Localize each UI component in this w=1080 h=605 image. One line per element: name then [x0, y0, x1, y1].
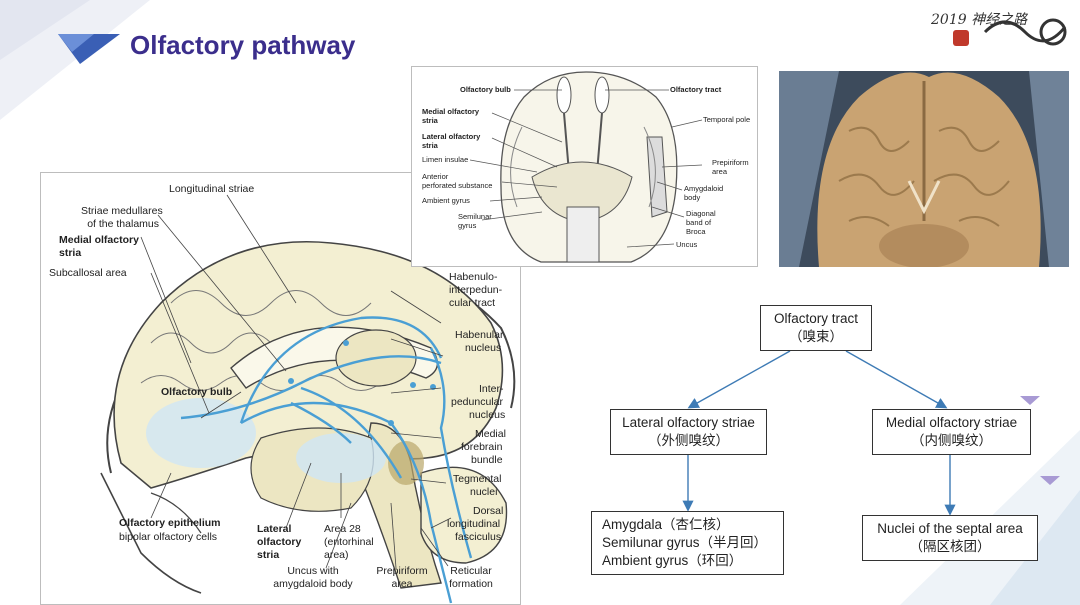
label-longitudinal-striae: Longitudinal striae: [169, 183, 255, 195]
label-olfactory-epithelium: Olfactory epithelium: [119, 517, 221, 529]
basal-label-semilunar-1: Semilunar: [458, 212, 492, 221]
basal-label-medial-stria-2: stria: [422, 116, 438, 125]
brain-specimen-photo: [779, 71, 1069, 267]
label-bipolar-cells: bipolar olfactory cells: [119, 531, 218, 543]
title-triangle-icon: [58, 34, 120, 64]
svg-text:2019 神经之路: 2019 神经之路: [930, 12, 1028, 28]
label-interpeduncular-3: nucleus: [469, 409, 506, 421]
basal-label-limen-insulae: Limen insulae: [422, 155, 469, 164]
label-subcallosal-area: Subcallosal area: [49, 267, 127, 279]
basal-label-ambient-gyrus: Ambient gyrus: [422, 196, 470, 205]
label-habenular-nucleus-2: nucleus: [465, 342, 502, 354]
midsagittal-brain-drawing: [100, 194, 516, 604]
basal-label-lateral-stria-1: Lateral olfactory: [422, 132, 481, 141]
label-lateral-stria-3: stria: [257, 549, 280, 561]
basal-label-uncus: Uncus: [676, 240, 698, 249]
flow-node-lateral-targets: Amygdala（杏仁核） Semilunar gyrus（半月回） Ambie…: [591, 511, 784, 575]
label-striae-medullares-2: of the thalamus: [87, 218, 159, 230]
label-striae-medullares-1: Striae medullares: [81, 205, 163, 217]
basal-label-medial-stria-1: Medial olfactory: [422, 107, 480, 116]
label-medial-olfactory-stria-1: Medial olfactory: [59, 234, 139, 246]
label-medial-forebrain-2: forebrain: [461, 441, 503, 453]
basal-label-anterior-perf-1: Anterior: [422, 172, 449, 181]
basal-label-prepiriform-2: area: [712, 167, 728, 176]
basal-label-diagonal-2: band of: [686, 218, 712, 227]
label-uncus-2: amygdaloid body: [273, 578, 353, 590]
label-area28-3: area): [324, 549, 349, 561]
logo: 2019 神经之路: [930, 12, 1067, 46]
label-habenular-nucleus-1: Habenular: [455, 329, 504, 341]
label-reticular-1: Reticular: [450, 565, 492, 577]
label-habenulo-2: interpedun-: [449, 284, 503, 296]
label-area28-1: Area 28: [324, 523, 361, 535]
flow-node-olfactory-tract: Olfactory tract （嗅束）: [760, 305, 872, 351]
flow-node-septal-nuclei: Nuclei of the septal area （隔区核团）: [862, 515, 1038, 561]
basal-label-temporal-pole: Temporal pole: [703, 115, 751, 124]
basal-label-olfactory-tract: Olfactory tract: [670, 85, 722, 94]
label-medial-olfactory-stria-2: stria: [59, 247, 82, 259]
label-tegmental-2: nuclei: [470, 486, 498, 498]
label-habenulo-1: Habenulo-: [449, 271, 498, 283]
label-habenulo-3: cular tract: [449, 297, 496, 309]
basal-label-olfactory-bulb: Olfactory bulb: [460, 85, 511, 94]
basal-label-lateral-stria-2: stria: [422, 141, 438, 150]
flow-node-lateral-striae: Lateral olfactory striae （外侧嗅纹）: [610, 409, 767, 455]
basal-label-diagonal-3: Broca: [686, 227, 706, 236]
label-olfactory-bulb: Olfactory bulb: [161, 386, 233, 398]
label-interpeduncular-2: peduncular: [451, 396, 503, 408]
label-tegmental-1: Tegmental: [453, 473, 502, 485]
basal-brain-figure: Olfactory bulb Olfactory tract Medial ol…: [411, 66, 758, 267]
label-dorsal-long-3: fasciculus: [455, 531, 502, 543]
label-interpeduncular-1: Inter-: [479, 383, 504, 395]
label-area28-2: (entorhinal: [324, 536, 374, 548]
basal-brain-drawing: [469, 71, 703, 263]
label-dorsal-long-2: longitudinal: [447, 518, 501, 530]
label-prepiriform-1: Prepiriform: [376, 565, 428, 577]
basal-label-semilunar-2: gyrus: [458, 221, 477, 230]
label-prepiriform-2: area: [391, 578, 413, 590]
flow-node-medial-striae: Medial olfactory striae （内侧嗅纹）: [872, 409, 1031, 455]
label-uncus-1: Uncus with: [287, 565, 339, 577]
label-medial-forebrain-3: bundle: [471, 454, 503, 466]
basal-label-prepiriform-1: Prepiriform: [712, 158, 749, 167]
basal-label-diagonal-1: Diagonal: [686, 209, 716, 218]
slide-title: Olfactory pathway: [130, 30, 356, 60]
basal-label-amygdaloid-2: body: [684, 193, 701, 202]
label-medial-forebrain-1: Medial: [475, 428, 506, 440]
label-reticular-2: formation: [449, 578, 493, 590]
label-dorsal-long-1: Dorsal: [473, 505, 504, 517]
label-lateral-stria-1: Lateral: [257, 523, 292, 535]
basal-label-amygdaloid-1: Amygdaloid: [684, 184, 724, 193]
basal-label-anterior-perf-2: perforated substance: [422, 181, 493, 190]
label-lateral-stria-2: olfactory: [257, 536, 302, 548]
